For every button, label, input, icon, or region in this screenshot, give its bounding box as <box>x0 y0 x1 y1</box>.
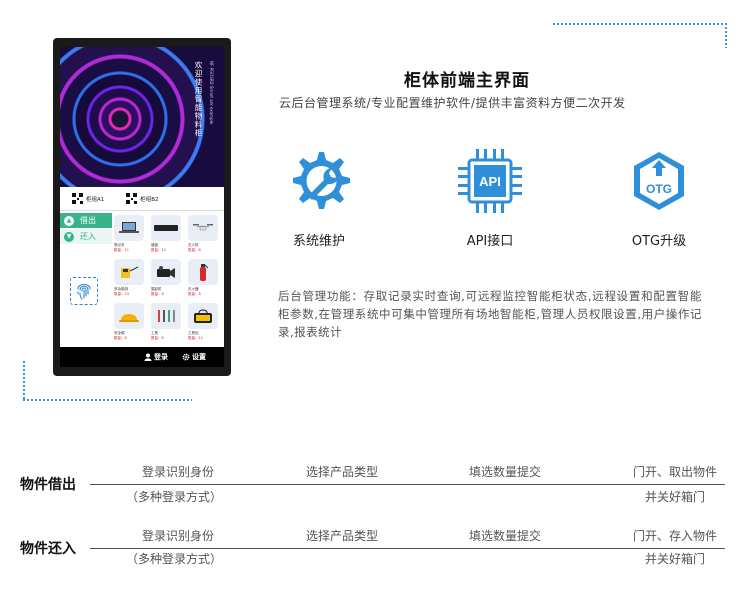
welcome-banner: 欢迎使用智能物料柜 NF PGOSRD Smart ark example <box>60 47 224 187</box>
wrench-gear-icon <box>293 152 350 209</box>
toolbag-icon <box>188 303 218 329</box>
flow-step: 填选数量提交 <box>469 529 542 543</box>
product-item[interactable]: 多功能测 数量：23 <box>114 259 148 301</box>
feature-maintenance: 系统维护 <box>264 146 374 249</box>
group-tab-a1[interactable]: 柜组A1 <box>72 193 104 204</box>
settings-label: 设置 <box>192 353 206 361</box>
product-item[interactable]: 安全帽 数量：8 <box>114 303 148 345</box>
product-qty: 数量：8 <box>188 248 201 252</box>
user-icon <box>144 353 152 361</box>
group-tab-b2[interactable]: 柜组B2 <box>126 193 159 204</box>
product-name: 灭火器 <box>188 287 199 291</box>
product-name: 工具包 <box>188 331 199 335</box>
flow-note: 并关好箱门 <box>645 552 706 566</box>
borrow-label: 借出 <box>80 216 96 225</box>
group-label: 柜组B2 <box>140 196 159 203</box>
flow-note: 并关好箱门 <box>645 490 706 504</box>
decor-dots-right <box>724 22 728 48</box>
fingerprint-icon <box>77 283 91 300</box>
helmet-icon <box>114 303 144 329</box>
product-qty: 数量：23 <box>114 292 129 296</box>
gear-icon <box>182 353 190 361</box>
product-name: 安全帽 <box>114 331 125 335</box>
keyboard-icon <box>151 215 181 241</box>
login-button[interactable]: 登录 <box>144 352 168 362</box>
kiosk-device: 欢迎使用智能物料柜 NF PGOSRD Smart ark example 柜组… <box>53 38 231 376</box>
feature-api: API API接口 <box>435 146 545 249</box>
feature-label: OTG升级 <box>631 234 687 249</box>
product-qty: 数量：11 <box>114 248 129 252</box>
flow-step: 登录识别身份 <box>142 529 215 543</box>
decor-dots-left <box>22 360 26 400</box>
arrow-down-icon: ▼ <box>64 231 74 242</box>
api-chip-icon: API <box>458 149 522 213</box>
bottom-bar: 登录 设置 <box>60 347 224 367</box>
kiosk-screen: 欢迎使用智能物料柜 NF PGOSRD Smart ark example 柜组… <box>60 47 224 367</box>
fire-extinguisher-icon <box>188 259 218 285</box>
camera-icon <box>151 259 181 285</box>
tools-icon <box>151 303 181 329</box>
product-qty: 数量：8 <box>188 292 201 296</box>
page-subtitle: 云后台管理系统/专业配置维护软件/提供丰富资料方便二次开发 <box>279 96 626 110</box>
flow-step: 门开、取出物件 <box>633 465 718 479</box>
banner-subtitle: NF PGOSRD Smart ark example <box>209 61 214 125</box>
qr-code-icon <box>126 193 138 204</box>
product-item[interactable]: 笔记本 数量：11 <box>114 215 148 257</box>
return-button[interactable]: ▼ 还入 <box>60 229 112 244</box>
flow-borrow-label: 物件借出 <box>20 477 76 493</box>
product-qty: 数量：8 <box>151 292 164 296</box>
multimeter-icon <box>114 259 144 285</box>
feature-otg: OTG OTG升级 <box>604 146 714 249</box>
flow-note: （多种登录方式） <box>126 490 223 504</box>
product-qty: 数量：8 <box>114 336 127 340</box>
product-qty: 数量：8 <box>151 336 164 340</box>
flow-step: 填选数量提交 <box>469 465 542 479</box>
product-grid: 笔记本 数量：11 键盘 数量：12 无人机 数量：8 <box>114 215 222 347</box>
feature-label: 系统维护 <box>292 234 345 249</box>
borrow-button[interactable]: ▲ 借出 <box>60 213 112 228</box>
qr-code-icon <box>72 193 83 204</box>
feature-label: API接口 <box>466 234 514 249</box>
product-item[interactable]: 工具包 数量：12 <box>188 303 222 345</box>
product-item[interactable]: 工具 数量：8 <box>151 303 185 345</box>
drone-icon <box>188 215 218 241</box>
product-name: 键盘 <box>151 243 158 247</box>
flow-step: 登录识别身份 <box>142 465 215 479</box>
flow-step: 选择产品类型 <box>306 529 379 543</box>
page-title: 柜体前端主界面 <box>404 71 530 91</box>
banner-title: 欢迎使用智能物料柜 <box>194 61 203 138</box>
product-name: 摄影机 <box>151 287 162 291</box>
settings-button[interactable]: 设置 <box>182 352 206 362</box>
product-item[interactable]: 无人机 数量：8 <box>188 215 222 257</box>
arrow-up-icon: ▲ <box>64 215 74 226</box>
product-name: 工具 <box>151 331 158 335</box>
flow-step: 门开、存入物件 <box>633 529 718 543</box>
return-label: 还入 <box>80 232 96 241</box>
product-name: 多功能测 <box>114 287 128 291</box>
laptop-icon <box>114 215 144 241</box>
flow-return-label: 物件还入 <box>20 541 76 557</box>
group-label: 柜组A1 <box>86 196 105 203</box>
cabinet-group-tabs: 柜组A1 柜组B2 <box>60 187 224 211</box>
product-qty: 数量：12 <box>188 336 203 340</box>
flow-note: （多种登录方式） <box>126 552 223 566</box>
flow-step: 选择产品类型 <box>306 465 379 479</box>
otg-icon-text: OTG <box>646 182 672 196</box>
decor-dots-top <box>552 22 724 26</box>
otg-upgrade-icon: OTG <box>634 152 684 210</box>
flow-return-line <box>90 548 725 549</box>
product-name: 笔记本 <box>114 243 125 247</box>
login-label: 登录 <box>154 353 168 361</box>
flow-borrow-line <box>90 484 725 485</box>
product-item[interactable]: 摄影机 数量：8 <box>151 259 185 301</box>
fingerprint-scanner[interactable] <box>70 277 98 305</box>
product-name: 无人机 <box>188 243 199 247</box>
side-panel: ▲ 借出 ▼ 还入 <box>60 212 112 347</box>
decor-dots-bottom <box>22 398 192 402</box>
product-item[interactable]: 灭火器 数量：8 <box>188 259 222 301</box>
product-item[interactable]: 键盘 数量：12 <box>151 215 185 257</box>
backend-description: 后台管理功能：存取记录实时查询,可远程监控智能柜状态,远程设置和配置智能柜参数,… <box>278 289 702 339</box>
api-icon-text: API <box>479 174 501 189</box>
product-qty: 数量：12 <box>151 248 166 252</box>
